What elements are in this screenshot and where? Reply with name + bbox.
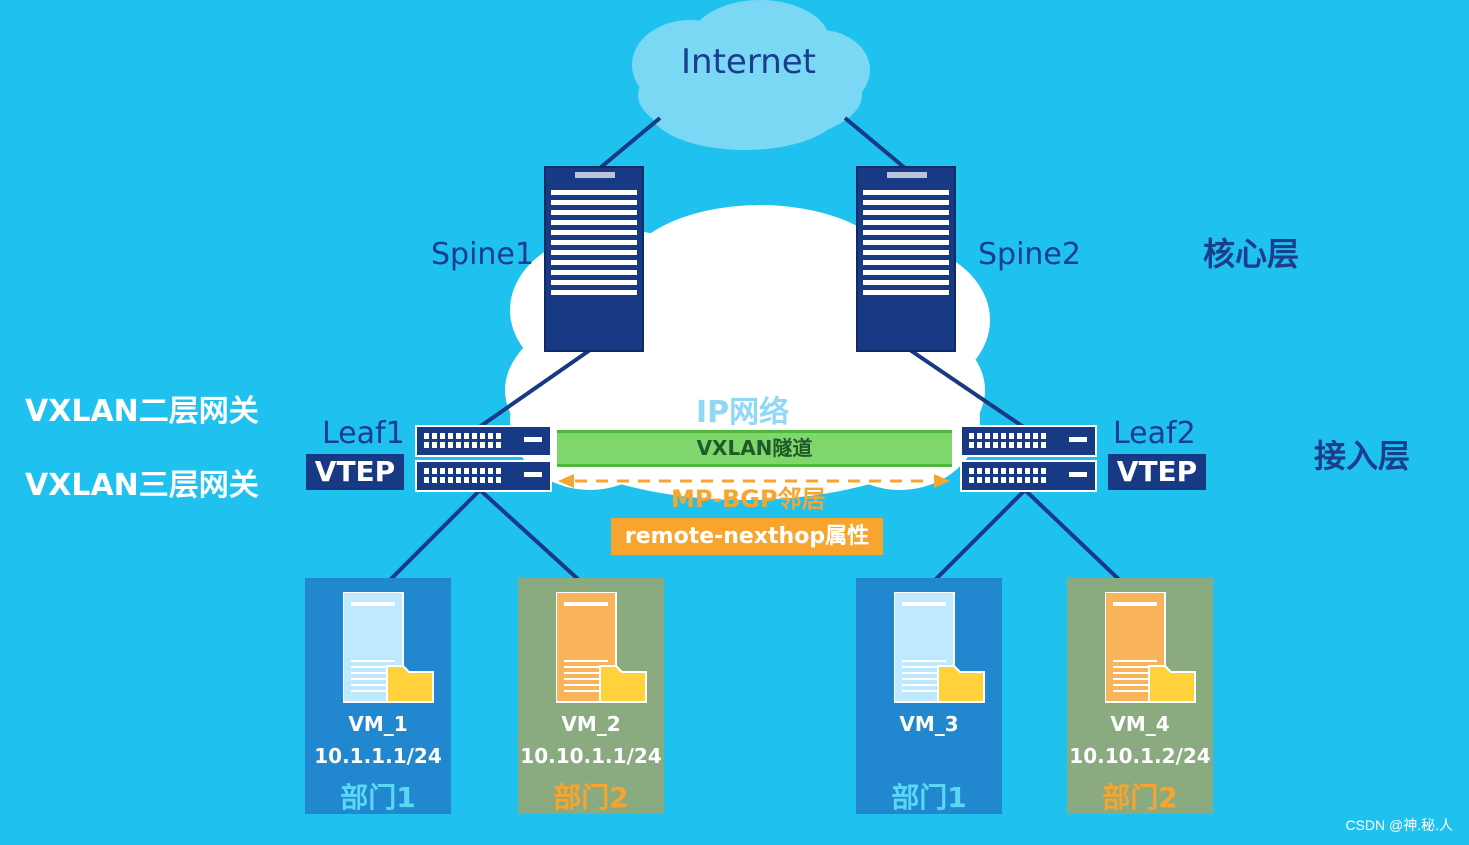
bgp-neighbor-arrow — [558, 474, 950, 488]
leaf1-switch — [415, 425, 552, 492]
folder-icon — [1148, 665, 1196, 703]
spine1-label: Spine1 — [431, 237, 534, 272]
link-spine1-leaf1 — [476, 348, 592, 430]
leaf2-switch — [960, 425, 1097, 492]
link-internet-spine2 — [843, 116, 907, 170]
link-spine2-leaf2 — [908, 348, 1027, 430]
server-icon — [894, 592, 985, 703]
bgp-neighbor-label: MP-BGP邻居 — [671, 485, 826, 513]
access-layer-label: 接入层 — [1314, 437, 1411, 475]
vm-dept: 部门2 — [553, 781, 629, 814]
link-leaf2-vm4 — [1023, 488, 1132, 592]
watermark: CSDN @神.秘.人 — [1345, 817, 1453, 833]
l2-gateway-label: VXLAN二层网关 — [25, 394, 259, 429]
leaf2-label: Leaf2 — [1113, 416, 1196, 451]
link-leaf1-vm2 — [478, 488, 592, 592]
vm4-panel: VM_4 10.10.1.2/24 部门2 — [1067, 578, 1213, 814]
internet-cloud — [632, 0, 870, 150]
links — [378, 116, 1132, 592]
server-icon — [556, 592, 647, 703]
link-leaf2-vm3 — [923, 488, 1027, 592]
vm3-panel: VM_3 部门1 — [856, 578, 1002, 814]
vm1-panel: VM_1 10.1.1.1/24 部门1 — [305, 578, 451, 814]
leaf2-vtep-badge: VTEP — [1108, 454, 1206, 490]
vm2-panel: VM_2 10.10.1.1/24 部门2 — [518, 578, 664, 814]
leaf1-label: Leaf1 — [322, 416, 405, 451]
leaf1-vtep-badge: VTEP — [306, 454, 404, 490]
vm-dept: 部门2 — [1102, 781, 1178, 814]
ip-network-label: IP网络 — [696, 395, 790, 430]
vm-dept: 部门1 — [340, 781, 416, 814]
link-leaf1-vm1 — [378, 488, 482, 592]
l3-gateway-label: VXLAN三层网关 — [25, 468, 259, 503]
spine2-label: Spine2 — [978, 237, 1081, 272]
vm-ip: 10.10.1.1/24 — [520, 744, 662, 768]
vxlan-tunnel: VXLAN隧道 — [557, 430, 952, 467]
spine1-switch — [544, 166, 644, 352]
vm-name: VM_4 — [1110, 712, 1170, 736]
vm-name: VM_1 — [348, 712, 408, 736]
folder-icon — [386, 665, 434, 703]
vm-name: VM_3 — [899, 712, 959, 736]
vm-ip: 10.1.1.1/24 — [314, 744, 442, 768]
server-icon — [1105, 592, 1196, 703]
link-internet-spine1 — [598, 116, 662, 170]
vm-name: VM_2 — [561, 712, 621, 736]
server-icon — [343, 592, 434, 703]
core-layer-label: 核心层 — [1203, 235, 1300, 273]
remote-nexthop-attr-box: remote-nexthop属性 — [611, 518, 883, 555]
folder-icon — [599, 665, 647, 703]
vm-ip: 10.10.1.2/24 — [1069, 744, 1211, 768]
internet-label: Internet — [681, 42, 817, 82]
folder-icon — [937, 665, 985, 703]
spine2-switch — [856, 166, 956, 352]
vm-dept: 部门1 — [891, 781, 967, 814]
